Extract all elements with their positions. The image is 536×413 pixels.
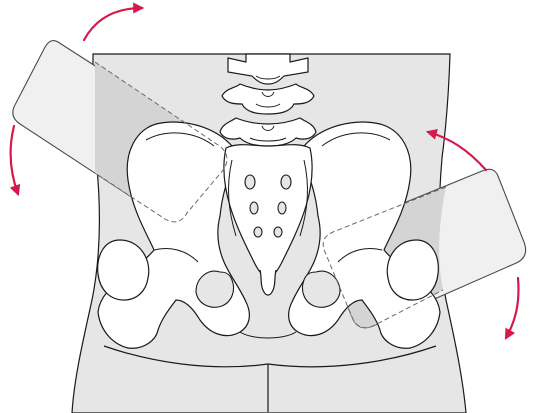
- sacral-foramen: [254, 227, 262, 237]
- arrow-upper-left-top-icon: [84, 8, 142, 40]
- left-obturator-foramen: [196, 271, 234, 307]
- left-femoral-head: [98, 240, 149, 300]
- sacral-foramen: [278, 202, 286, 214]
- sacral-foramen: [281, 175, 291, 189]
- sacral-foramen: [274, 227, 282, 237]
- lumbar-vertebrae: [220, 54, 316, 146]
- sacral-foramen: [245, 175, 255, 189]
- arrow-upper-left-side-icon: [11, 126, 18, 194]
- right-femoral-head: [387, 240, 438, 300]
- arrow-lower-right-side-icon: [506, 278, 519, 338]
- sacral-foramen: [250, 202, 258, 214]
- right-obturator-foramen: [302, 271, 340, 307]
